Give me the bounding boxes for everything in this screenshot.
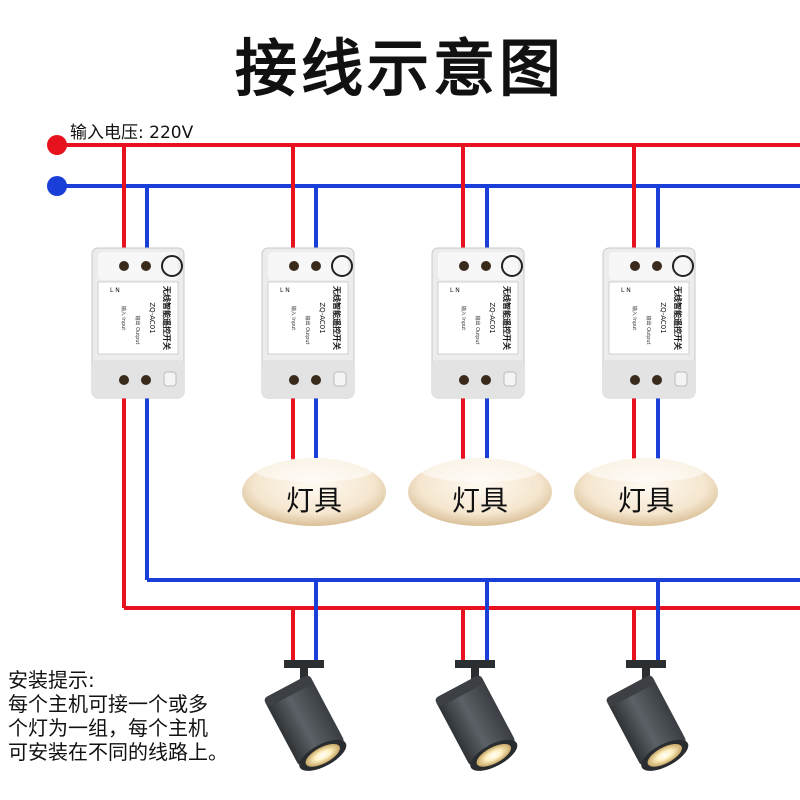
- page-title: 接线示意图: [234, 32, 565, 105]
- module-terminal-label: L N: [110, 287, 120, 294]
- module-input-label: 输入 Input: [120, 306, 127, 331]
- lamp-label: 灯具: [618, 484, 674, 517]
- module-terminal-label: L N: [280, 287, 290, 294]
- installation-tips: 安装提示: 每个主机可接一个或多 个灯为一组，每个主机 可安装在不同的线路上。: [8, 668, 228, 764]
- tips-heading: 安装提示:: [8, 668, 95, 692]
- neutral-terminal-dot: [47, 176, 67, 196]
- switch-module: 无线智能遥控开关 ZQ-AC01 L N 输入 Input 输出 Output: [431, 247, 525, 399]
- ceiling-lamps: 灯具 灯具 灯具: [242, 458, 718, 526]
- spotlight-icon: [606, 660, 689, 771]
- module-input-label: 输入 Input: [290, 306, 297, 331]
- tips-line: 每个主机可接一个或多: [8, 692, 208, 716]
- ceiling-lamp: 灯具: [408, 458, 552, 526]
- terminal-screw: [141, 375, 151, 385]
- live-terminal-dot: [47, 135, 67, 155]
- terminal-screw: [311, 375, 321, 385]
- spotlights: [264, 660, 689, 771]
- module-product-name: 无线智能遥控开关: [673, 285, 683, 350]
- module-output-wires: [122, 390, 800, 665]
- module-drop-wires: [122, 145, 660, 255]
- terminal-screw: [481, 375, 491, 385]
- spotlight-icon: [435, 660, 518, 771]
- switch-module: 无线智能遥控开关 ZQ-AC01 L N 输入 Input 输出 Output: [602, 247, 696, 399]
- terminal-screw: [289, 261, 299, 271]
- tips-line: 可安装在不同的线路上。: [8, 740, 228, 764]
- terminal-screw: [459, 261, 469, 271]
- module-product-name: 无线智能遥控开关: [502, 285, 512, 350]
- terminal-screw: [311, 261, 321, 271]
- tips-line: 个灯为一组，每个主机: [8, 716, 208, 740]
- ceiling-lamp: 灯具: [574, 458, 718, 526]
- terminal-screw: [630, 375, 640, 385]
- terminal-screw: [289, 375, 299, 385]
- terminal-screw: [459, 375, 469, 385]
- module-output-label: 输出 Output: [474, 316, 481, 345]
- terminal-screw: [481, 261, 491, 271]
- module-terminal-label: L N: [450, 287, 460, 294]
- module-output-label: 输出 Output: [645, 316, 652, 345]
- lamp-label: 灯具: [452, 484, 508, 517]
- terminal-screw: [119, 375, 129, 385]
- module-output-label: 输出 Output: [304, 316, 311, 345]
- module-input-label: 输入 Input: [631, 306, 638, 331]
- terminal-screw: [119, 261, 129, 271]
- terminal-screw: [652, 261, 662, 271]
- terminal-screw: [652, 375, 662, 385]
- switch-module: 无线智能遥控开关 ZQ-AC01 L N 输入 Input 输出 Output: [261, 247, 355, 399]
- module-output-label: 输出 Output: [134, 316, 141, 345]
- module-input-label: 输入 Input: [460, 306, 467, 331]
- input-voltage-label: 输入电压: 220V: [70, 123, 194, 143]
- module-product-name: 无线智能遥控开关: [332, 285, 342, 350]
- terminal-screw: [630, 261, 640, 271]
- lamp-label: 灯具: [286, 484, 342, 517]
- spotlight-icon: [264, 660, 347, 771]
- ceiling-lamp: 灯具: [242, 458, 386, 526]
- terminal-screw: [141, 261, 151, 271]
- mains-wires: [47, 135, 800, 196]
- switch-module: 无线智能遥控开关 ZQ-AC01 L N 输入 Input 输出 Output: [91, 247, 185, 399]
- module-terminal-label: L N: [621, 287, 631, 294]
- module-model: ZQ-AC01: [488, 302, 496, 333]
- module-model: ZQ-AC01: [659, 302, 667, 333]
- module-product-name: 无线智能遥控开关: [162, 285, 172, 350]
- module-model: ZQ-AC01: [148, 302, 156, 333]
- module-model: ZQ-AC01: [318, 302, 326, 333]
